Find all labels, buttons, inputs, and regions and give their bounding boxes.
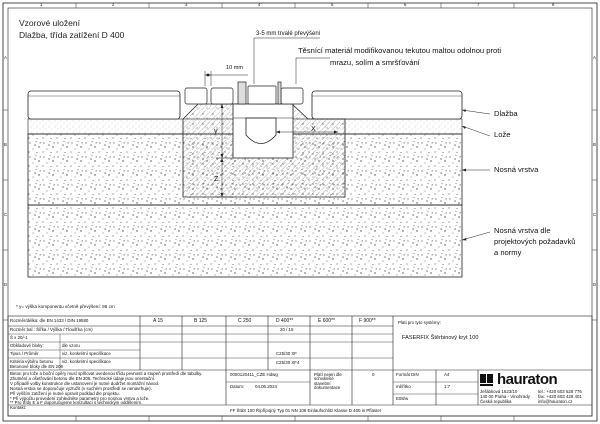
class-b125: B 125 [194, 318, 208, 324]
paving-blocks [27, 90, 463, 120]
revision: 0 [372, 372, 375, 377]
note-7: ** Pro třídy E a F doporučujeme konzulta… [10, 400, 143, 405]
product-name: FASERFIX Štěrbinový kryt 100 [402, 335, 479, 341]
base-layer-label: Nosná vrstva [494, 165, 539, 174]
elevation-callout: 3-5 mm trvalé převýšení [256, 31, 321, 37]
note-6: * Při výpočtu provedení zohledněte param… [10, 396, 150, 401]
class-c-value-1: C25/30 XF [276, 351, 297, 356]
tb-row-size: Š x 20/-1 [10, 335, 28, 340]
class-c-value-2: C25/30 XF4 [276, 360, 300, 365]
note-5: Při vyšším zatížení je nutné upravit pod… [10, 391, 120, 396]
class-d400: D 400** [276, 318, 294, 324]
tb-row-length: Rozměr/délka: dle EN 1433 / DIN 19580 [10, 318, 89, 323]
row-marker-a: A [4, 55, 7, 60]
sealant-callout-line2: mrazu, solím a smršťování [330, 58, 420, 67]
row-marker-c-right: C [593, 212, 597, 217]
joint-width-label: 10 mm [226, 65, 244, 71]
col-marker-8: 8 [552, 2, 555, 7]
dim-y-label: y [214, 128, 218, 135]
company-fax: fax: +420 603 428 401 [538, 394, 582, 399]
format-value: A4 [444, 372, 450, 377]
company-tel: tel.: +420 603 628 776 [538, 389, 582, 394]
approval-stamp: Platí nejen dle schválené stavební dokum… [314, 372, 342, 391]
tb-value-1: dle vzoru [62, 343, 80, 348]
footnote: * y= výška komponentu včetně převýšení: … [16, 304, 115, 309]
tb-value-2: viz. konkrétní specifikace [62, 351, 111, 356]
col-marker-7: 7 [477, 2, 480, 7]
sub-base-label-line2: projektových požadavků [494, 237, 576, 246]
bedding-label: Lože [494, 130, 511, 139]
sheet-title-line2: Dlažba, třída zatížení D 400 [19, 30, 125, 40]
row-marker-a-right: A [593, 55, 596, 60]
date-label: Datum: [230, 384, 245, 389]
title-block [7, 315, 593, 417]
col-marker-2: 2 [112, 2, 115, 7]
sub-base-label-line1: Nosná vrstva dle [494, 226, 551, 235]
scale-value: 1:7 [444, 384, 451, 389]
class-c250: C 250 [238, 318, 252, 324]
note-4: Nosná vrstva se doporučuje vyztužit (v s… [10, 386, 152, 391]
date-value: 04.06.2024 [255, 384, 277, 389]
class-e600: E 600** [318, 318, 335, 324]
col-marker-4: 4 [258, 2, 261, 7]
tb-value-3: viz. konkrétní specifikace [62, 359, 111, 364]
sheet-number: E08/w [396, 396, 409, 401]
tb-row-type: Tipus / Průměr [10, 351, 39, 356]
class-a15: A 15 [153, 318, 164, 324]
hauraton-logo-icon [480, 374, 493, 386]
company-addr1: Jeřábková 1623/10 [480, 389, 518, 394]
note-3: V případě volby konstrukce dle ustanoven… [10, 381, 160, 386]
drawing-description: FF ŠtáS 100 Ř/přípojný Typ 01 NN 106 Ein… [230, 408, 382, 413]
row-marker-b: B [4, 142, 7, 147]
tb-row-blocks: Obkladové bloky: [10, 343, 44, 348]
paving-label: Dlažba [494, 109, 518, 118]
dim-z-label: Z [214, 176, 219, 183]
row-marker-d: D [4, 282, 8, 287]
scale-label: měřítko [396, 384, 411, 389]
tb-row-concrete: Betonové bloky dle EN 206 [10, 364, 63, 369]
col-marker-6: 6 [404, 2, 407, 7]
channel-invert [245, 117, 277, 144]
class-f900: F 900** [359, 318, 376, 324]
sealant-callout-line1: Těsnící materiál modifikovanou tekutou m… [298, 46, 502, 55]
dim-x-label: X [311, 126, 316, 133]
col-marker-3: 3 [185, 2, 188, 7]
product-label: Plati pro tyto systémy: [398, 320, 441, 325]
brand-name: hauraton [497, 371, 558, 388]
col-marker-1: 1 [40, 2, 43, 7]
company-addr2: 140 00 Praha - Vinohrady [480, 394, 530, 399]
row-marker-c: C [4, 212, 8, 217]
sub-base-label-line3: a normy [494, 248, 522, 257]
format-label: Formát DIN [396, 372, 419, 377]
row-marker-b-right: B [593, 142, 596, 147]
sheet-title-line1: Vzorové uložení [19, 18, 80, 28]
class-d-value: 20 / 15 [280, 327, 294, 332]
note-2: Zhutnění a ošetřování betonu dle EN 206.… [10, 376, 156, 381]
row-marker-d-right: D [593, 282, 597, 287]
slot-pavers [184, 81, 304, 105]
company-addr3: Česká republika [480, 399, 512, 404]
col-marker-5: 5 [331, 2, 334, 7]
note-1: Beton pro lože a boční opěry musí splňov… [10, 371, 203, 376]
sub-base-layer [27, 204, 463, 278]
tb-row-criteria: Kritéria výběru betonu [10, 359, 53, 364]
doc-code: 0000120411_CZE Hdwg [230, 372, 278, 377]
company-mail: info@hauraton.cz [538, 399, 573, 404]
tb-row-package: Rozměr bal.: Šířka / Výška / Tloušťka (c… [10, 327, 93, 332]
tb-row-contact: Kontakt: [10, 405, 27, 410]
